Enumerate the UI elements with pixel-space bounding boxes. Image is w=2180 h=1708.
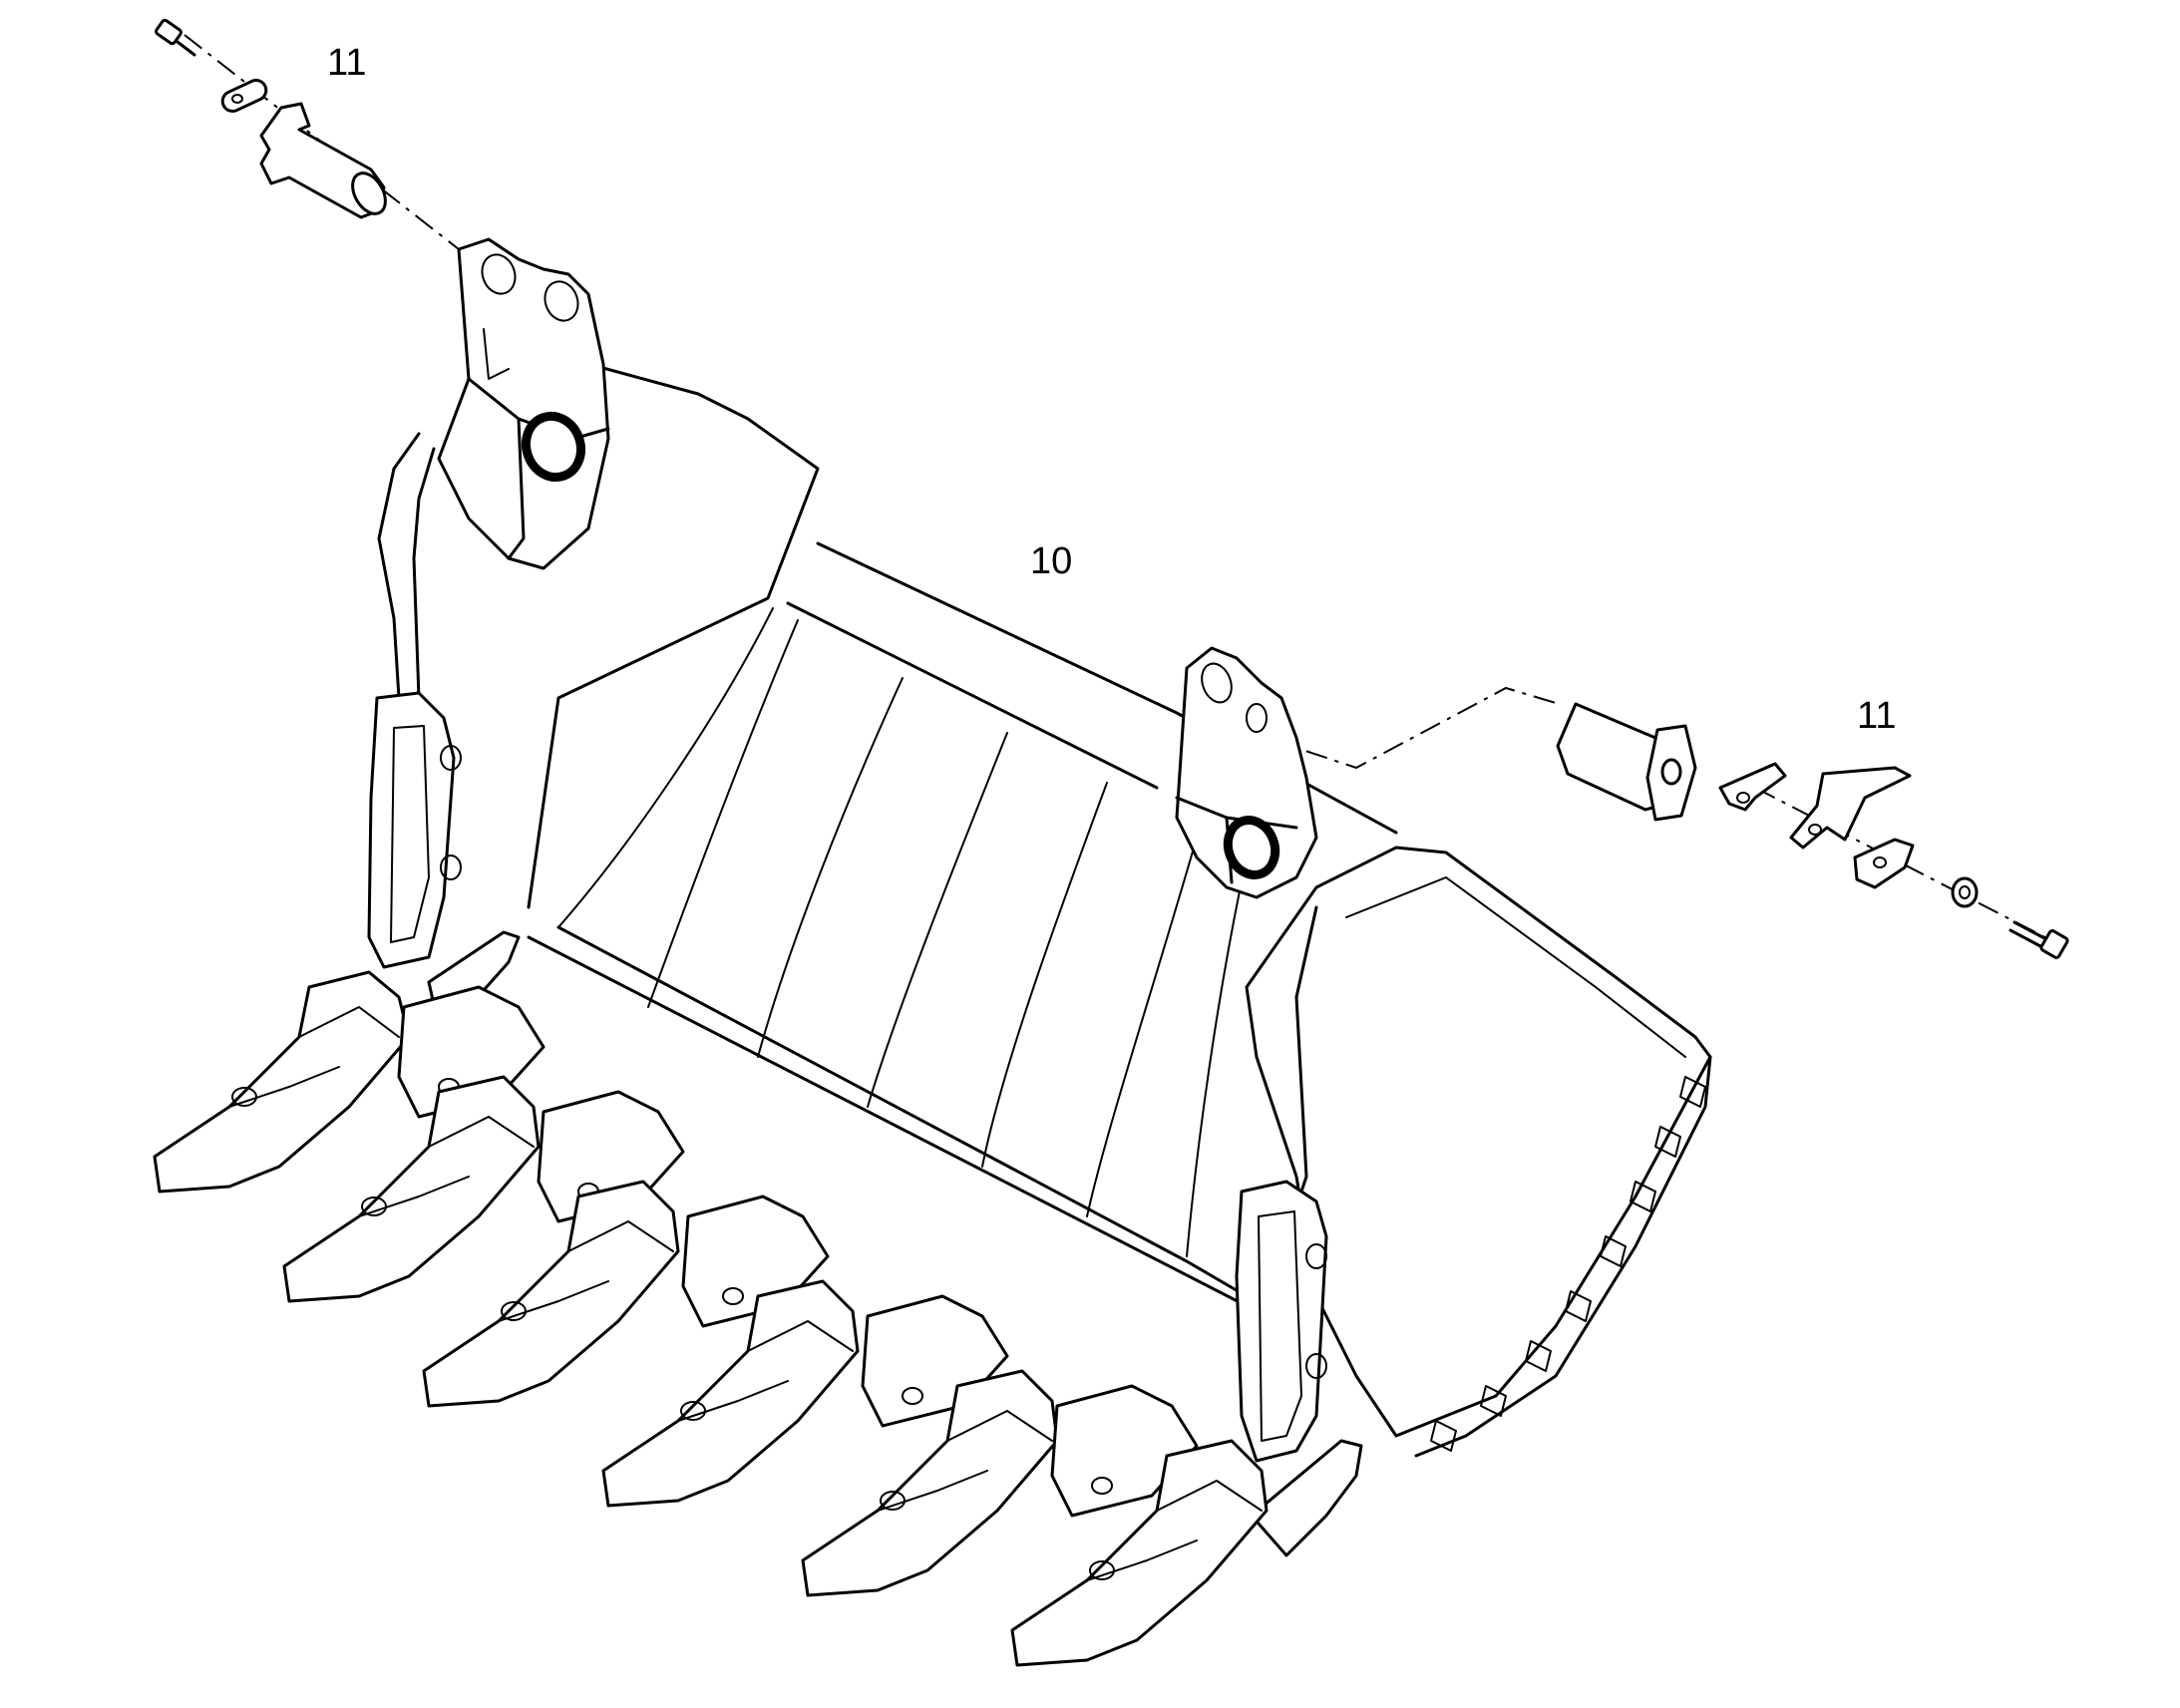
bolt-right <box>2008 920 2069 959</box>
tooth-1 <box>153 970 411 1194</box>
lug-right <box>1175 646 1318 899</box>
tooth-6 <box>1010 1439 1269 1667</box>
bolt-top-left <box>155 18 196 57</box>
callout-pin-right: 11 <box>1857 695 1896 737</box>
washer-plate-top-left <box>220 79 268 113</box>
tooth-4 <box>601 1279 860 1508</box>
lug-left <box>437 237 610 570</box>
pin-assembly-right <box>1266 686 2069 959</box>
retainer-hook <box>1789 766 1912 850</box>
callout-bucket: 10 <box>1030 540 1072 582</box>
side-wear-blocks <box>1430 1076 1706 1452</box>
side-guard-right <box>1235 1180 1328 1463</box>
callout-pin-top-left: 11 <box>327 42 366 84</box>
bucket-assembly <box>153 237 1712 1667</box>
tooth-3 <box>422 1180 680 1408</box>
bucket-bowl-ribs <box>557 607 1248 1257</box>
tooth-5 <box>801 1369 1059 1597</box>
tooth-2 <box>282 1075 541 1303</box>
pin-assembly-top-left <box>155 18 460 250</box>
lock-plate-2 <box>1853 838 1915 889</box>
pin-right <box>1556 702 1697 822</box>
washer-right <box>1951 876 1979 908</box>
side-guard-left <box>367 691 462 969</box>
lock-plate-1 <box>1718 762 1787 812</box>
pin-top-left <box>259 102 387 219</box>
bucket-teeth <box>153 970 1269 1667</box>
